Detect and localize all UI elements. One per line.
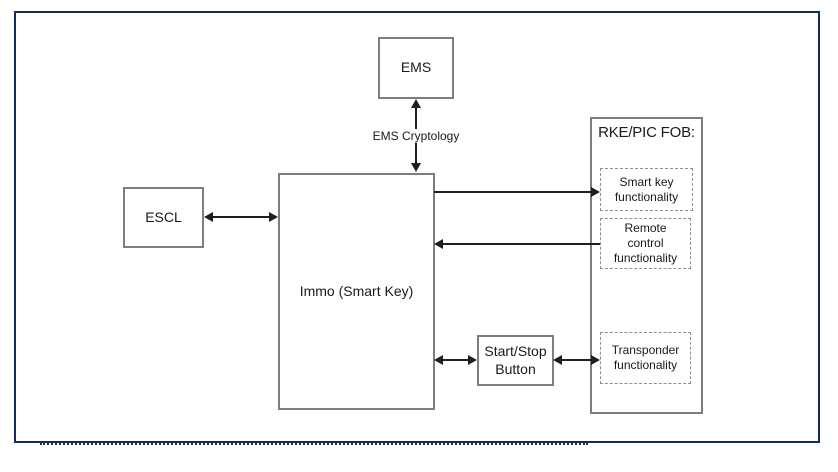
rke-pic-fob-box: RKE/PIC FOB: Smart key functionality Rem… [590,117,703,414]
arrowhead-left-icon [434,355,443,365]
escl-box: ESCL [123,187,204,248]
arrowhead-left-icon [434,239,443,249]
escl-label: ESCL [145,208,182,225]
arrowhead-left-icon [204,212,213,222]
arrowhead-down-icon [411,163,421,172]
immo-smart-key-box: Immo (Smart Key) [278,173,435,410]
smart-key-functionality-label: Smart key functionality [614,174,679,204]
immo-smart-key-label: Immo (Smart Key) [299,282,414,299]
arrowhead-up-icon [411,99,421,108]
arrowhead-right-icon [269,212,278,222]
ems-box: EMS [378,37,454,99]
arrowhead-right-icon [591,355,600,365]
remote-control-functionality-label: Remote control functionality [613,221,678,265]
transponder-functionality-box: Transponder functionality [600,332,691,384]
transponder-functionality-label: Transponder functionality [611,343,680,372]
ems-label: EMS [400,59,432,76]
start-stop-button-box: Start/Stop Button [477,335,554,386]
arrowhead-left-icon [553,355,562,365]
rke-pic-fob-title: RKE/PIC FOB: [598,124,695,141]
smart-key-functionality-box: Smart key functionality [600,168,693,211]
arrowhead-right-icon [591,187,600,197]
diagram-frame [14,11,820,443]
start-stop-button-label: Start/Stop Button [484,343,547,377]
ems-cryptology-label: EMS Cryptology [369,129,463,143]
arrowhead-right-icon [468,355,477,365]
remote-control-functionality-box: Remote control functionality [600,218,691,269]
bottom-scan-artifact [40,443,588,445]
